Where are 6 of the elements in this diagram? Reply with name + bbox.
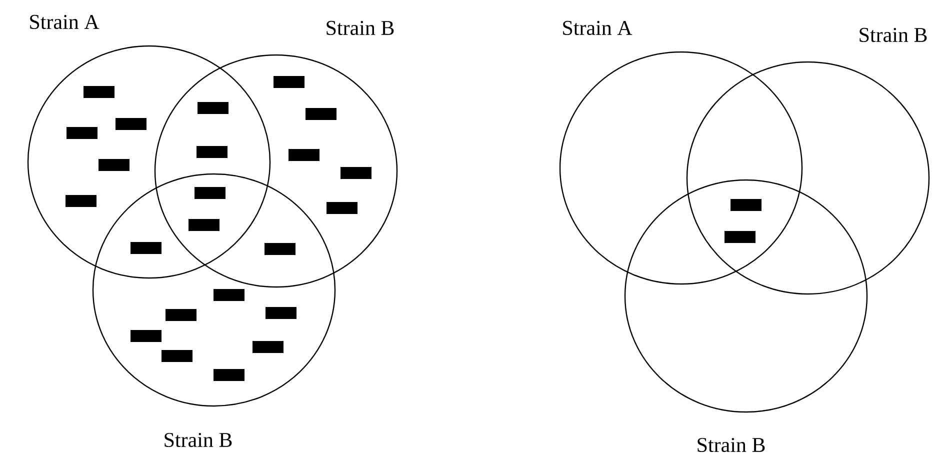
node-label: Strain B	[698, 438, 765, 452]
node-label: Strain B	[164, 432, 232, 448]
node-label: Strain A	[563, 20, 632, 36]
node-label: Strain B	[860, 28, 927, 42]
node-label: Strain B	[326, 20, 394, 36]
node-label: Strain A	[30, 14, 100, 30]
